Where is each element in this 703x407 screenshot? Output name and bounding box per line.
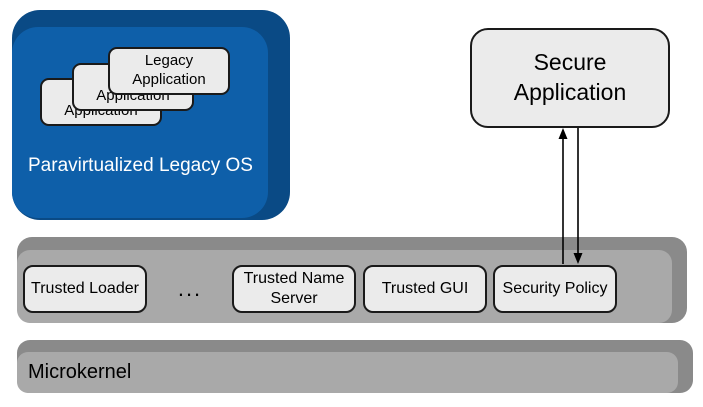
trusted-gui-box: Trusted GUI [363, 265, 487, 313]
microkernel-bar-face [17, 352, 678, 393]
legacy-application-label: Legacy Application [132, 52, 206, 88]
legacy-application-card-front: Legacy Application [108, 47, 230, 95]
microkernel-bar [17, 340, 693, 393]
paravirtualized-legacy-os-label: Paravirtualized Legacy OS [28, 155, 253, 176]
ellipsis-label: ... [177, 276, 203, 301]
secure-application-label: Secure Application [513, 49, 627, 105]
trusted-gui-label: Trusted GUI [381, 280, 469, 298]
trusted-loader-box: Trusted Loader [23, 265, 147, 313]
trusted-name-server-label: Trusted Name Server [243, 270, 345, 307]
microkernel-label: Microkernel [28, 361, 132, 383]
trusted-name-server-box: Trusted Name Server [232, 265, 356, 313]
security-policy-box: Security Policy [493, 265, 617, 313]
secure-application-box: Secure Application [470, 28, 670, 128]
security-policy-label: Security Policy [502, 280, 608, 298]
trusted-loader-label: Trusted Loader [31, 280, 139, 298]
